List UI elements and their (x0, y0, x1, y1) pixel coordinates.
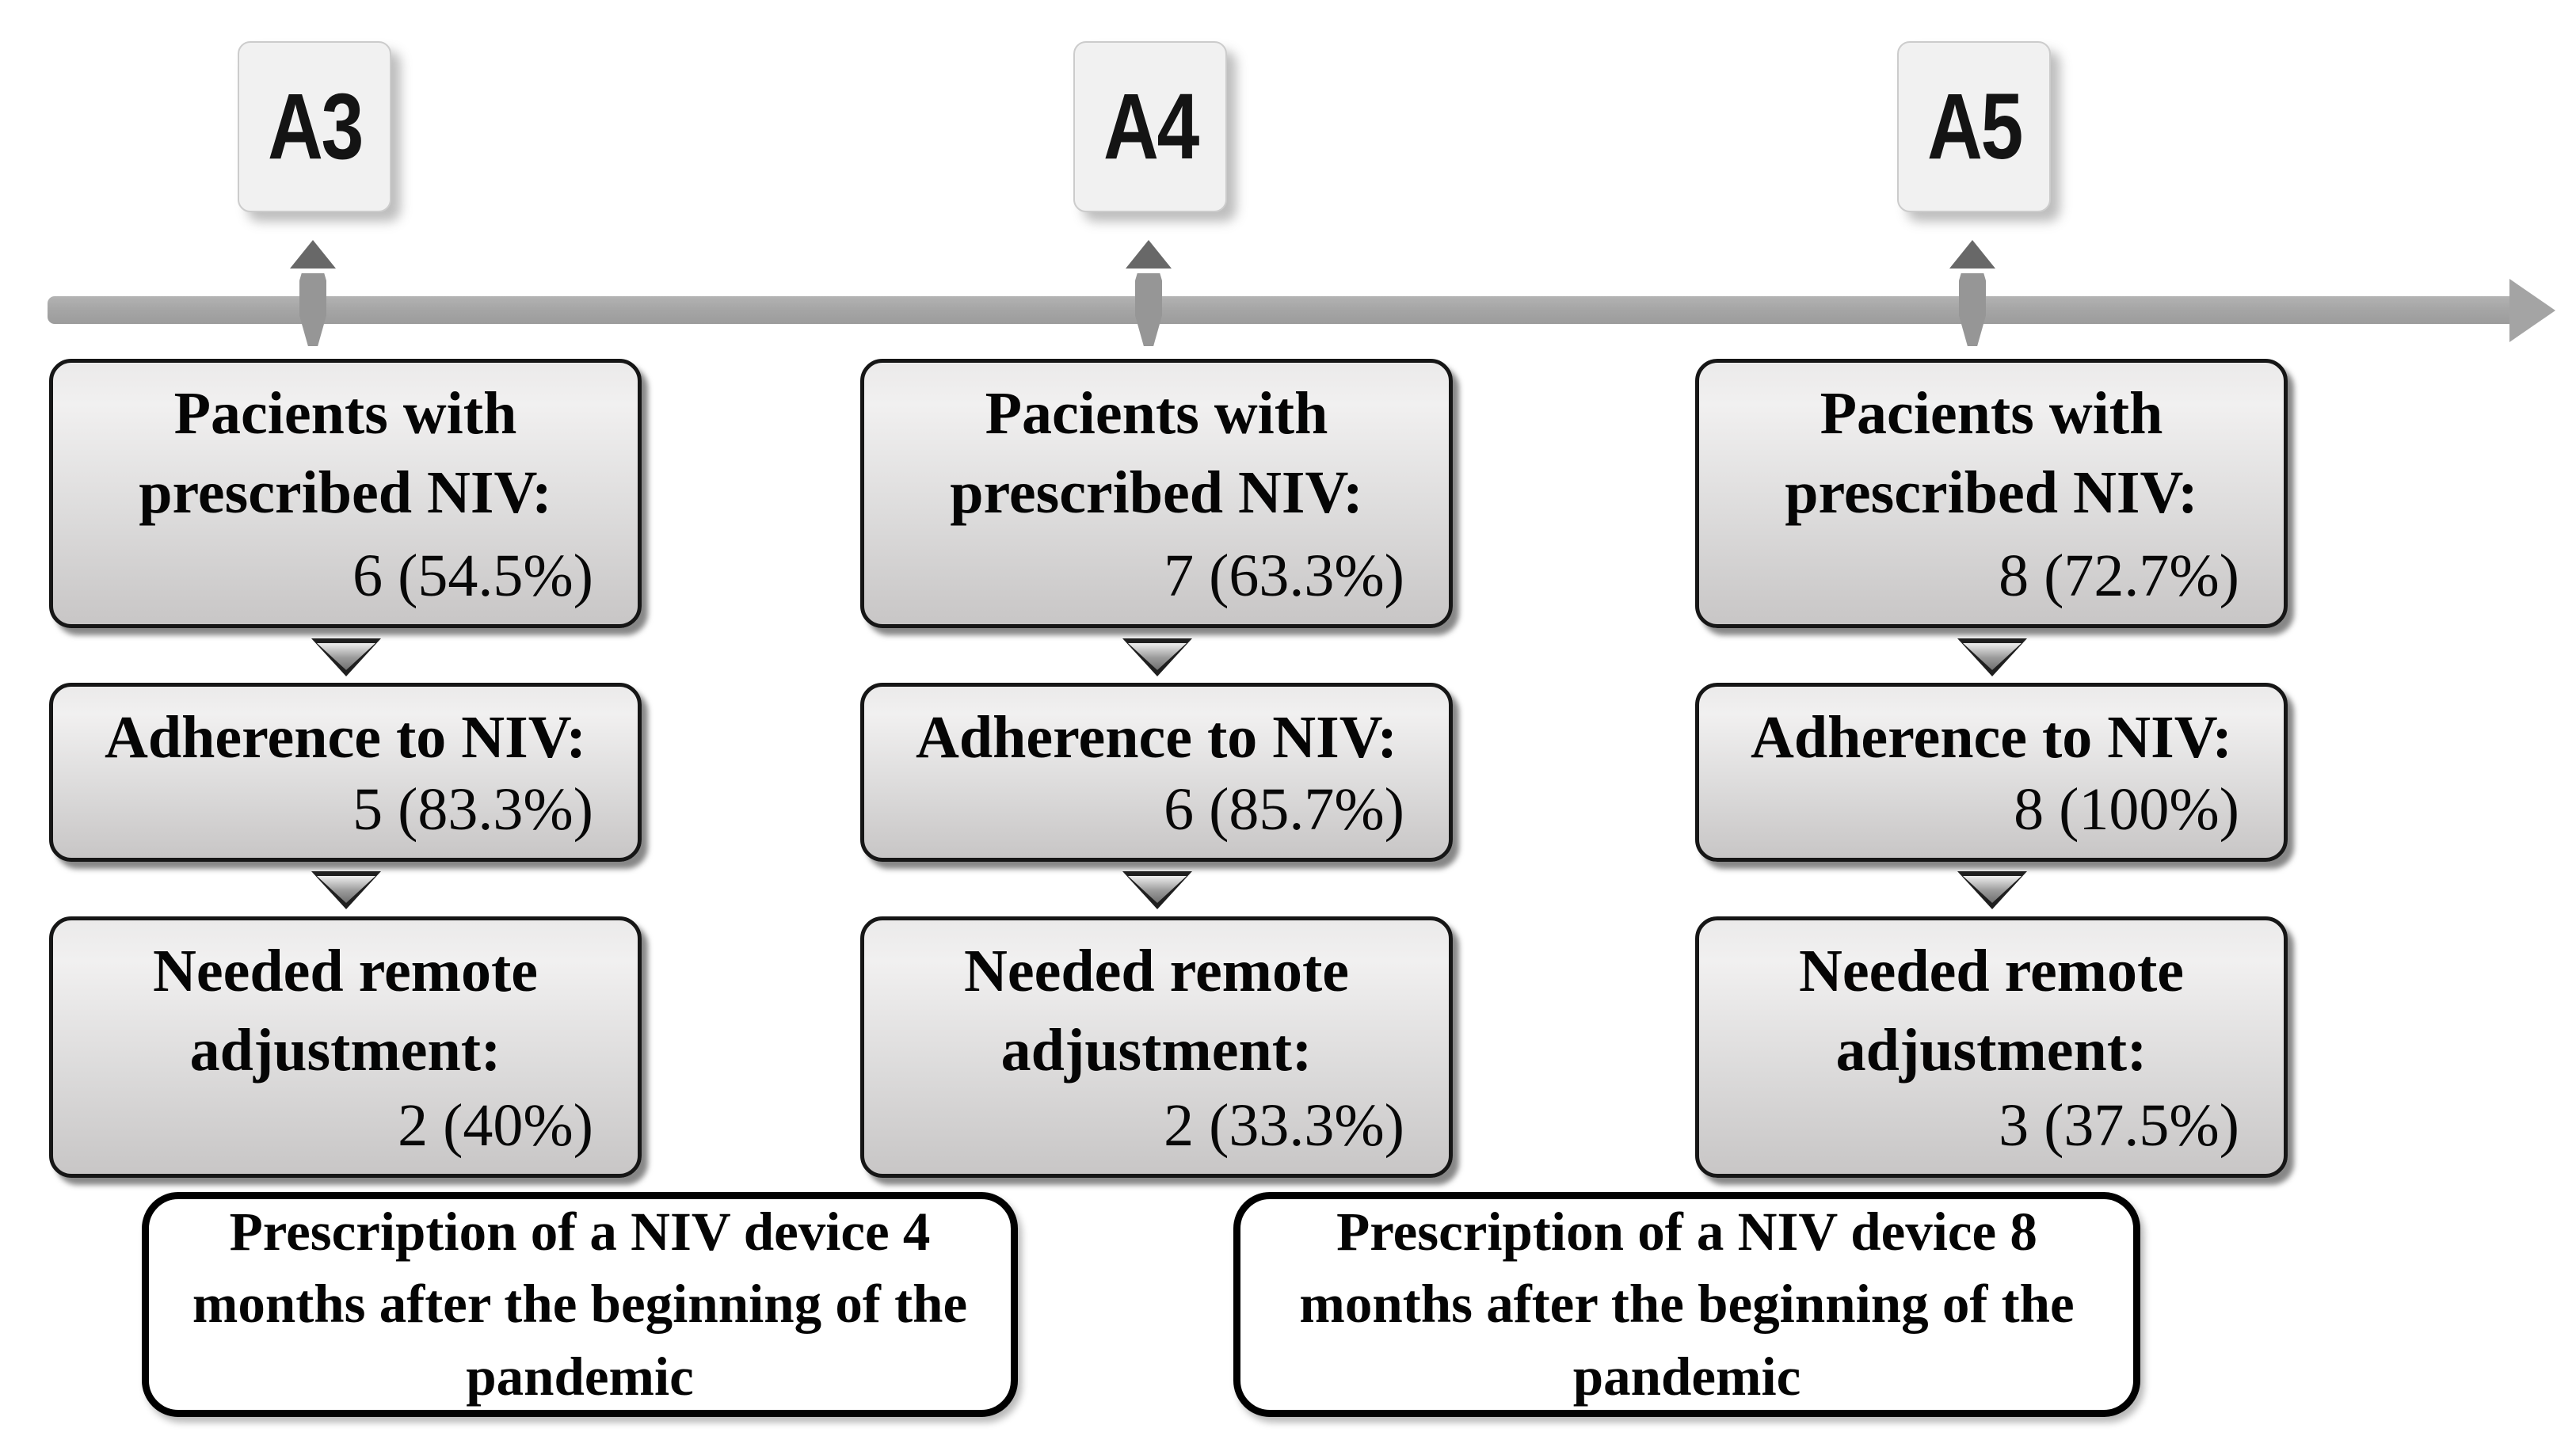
up-arrow-icon (1949, 240, 1995, 269)
flow-box-title: Needed remote adjustment: (963, 938, 1350, 1084)
down-arrow-fill (1128, 643, 1187, 670)
flow-box-title: Pacients with prescribed NIV: (139, 380, 552, 527)
down-arrow-icon (311, 871, 381, 909)
flow-box-a3-adherence: Adherence to NIV: 5 (83.3%) (49, 683, 642, 862)
down-arrow-fill (1128, 876, 1187, 903)
down-arrow-icon (1957, 871, 2027, 909)
note-text: Prescription of a NIV device 4 months af… (192, 1202, 968, 1407)
flow-box-title: Needed remote adjustment: (1798, 938, 2185, 1084)
timepoint-label-a4: A4 (1073, 41, 1227, 212)
flow-box-a4-adjustment: Needed remote adjustment: 2 (33.3%) (860, 916, 1453, 1178)
flow-box-a4-prescribed: Pacients with prescribed NIV: 7 (63.3%) (860, 359, 1453, 628)
flow-box-title: Pacients with prescribed NIV: (950, 380, 1363, 527)
flow-box-a3-prescribed: Pacients with prescribed NIV: 6 (54.5%) (49, 359, 642, 628)
timepoint-label-text: A3 (267, 74, 364, 179)
timepoint-label-text: A5 (1926, 74, 2023, 179)
timepoint-label-a5: A5 (1897, 41, 2051, 212)
down-arrow-fill (1963, 876, 2022, 903)
flow-box-a5-adherence: Adherence to NIV: 8 (100%) (1695, 683, 2288, 862)
timeline-marker (1959, 273, 1986, 346)
down-arrow-icon (311, 638, 381, 676)
timeline-arrowhead-icon (2509, 279, 2555, 342)
down-arrow-icon (1122, 638, 1192, 676)
flow-box-value: 7 (63.3%) (1164, 543, 1404, 610)
flow-box-value: 2 (33.3%) (1164, 1092, 1404, 1160)
timeline-marker (1135, 273, 1162, 346)
down-arrow-fill (317, 643, 375, 670)
flow-box-a5-prescribed: Pacients with prescribed NIV: 8 (72.7%) (1695, 359, 2288, 628)
flow-box-value: 3 (37.5%) (1999, 1092, 2239, 1160)
down-arrow-icon (1122, 871, 1192, 909)
note-box-8-months: Prescription of a NIV device 8 months af… (1233, 1192, 2140, 1417)
flow-box-a5-adjustment: Needed remote adjustment: 3 (37.5%) (1695, 916, 2288, 1178)
flow-box-value: 8 (72.7%) (1999, 543, 2239, 610)
timepoint-label-text: A4 (1103, 74, 1199, 179)
timepoint-label-a3: A3 (238, 41, 391, 212)
down-arrow-fill (317, 876, 375, 903)
down-arrow-icon (1957, 638, 2027, 676)
flow-box-title: Adherence to NIV: (105, 704, 586, 771)
flow-box-value: 6 (85.7%) (1164, 776, 1404, 844)
flow-box-title: Adherence to NIV: (916, 704, 1397, 771)
flow-box-a3-adjustment: Needed remote adjustment: 2 (40%) (49, 916, 642, 1178)
flow-box-a4-adherence: Adherence to NIV: 6 (85.7%) (860, 683, 1453, 862)
flow-box-value: 2 (40%) (398, 1092, 593, 1160)
flow-box-value: 5 (83.3%) (352, 776, 593, 844)
up-arrow-icon (1126, 240, 1172, 269)
note-box-4-months: Prescription of a NIV device 4 months af… (142, 1192, 1018, 1417)
up-arrow-icon (290, 240, 336, 269)
timeline-marker (299, 273, 326, 346)
flow-box-value: 6 (54.5%) (352, 543, 593, 610)
flow-box-title: Pacients with prescribed NIV: (1785, 380, 2198, 527)
flow-box-title: Adherence to NIV: (1751, 704, 2232, 771)
timeline-bar (48, 296, 2521, 324)
note-text: Prescription of a NIV device 8 months af… (1299, 1202, 2075, 1407)
flow-box-title: Needed remote adjustment: (152, 938, 539, 1084)
down-arrow-fill (1963, 643, 2022, 670)
flow-box-value: 8 (100%) (2014, 776, 2239, 844)
